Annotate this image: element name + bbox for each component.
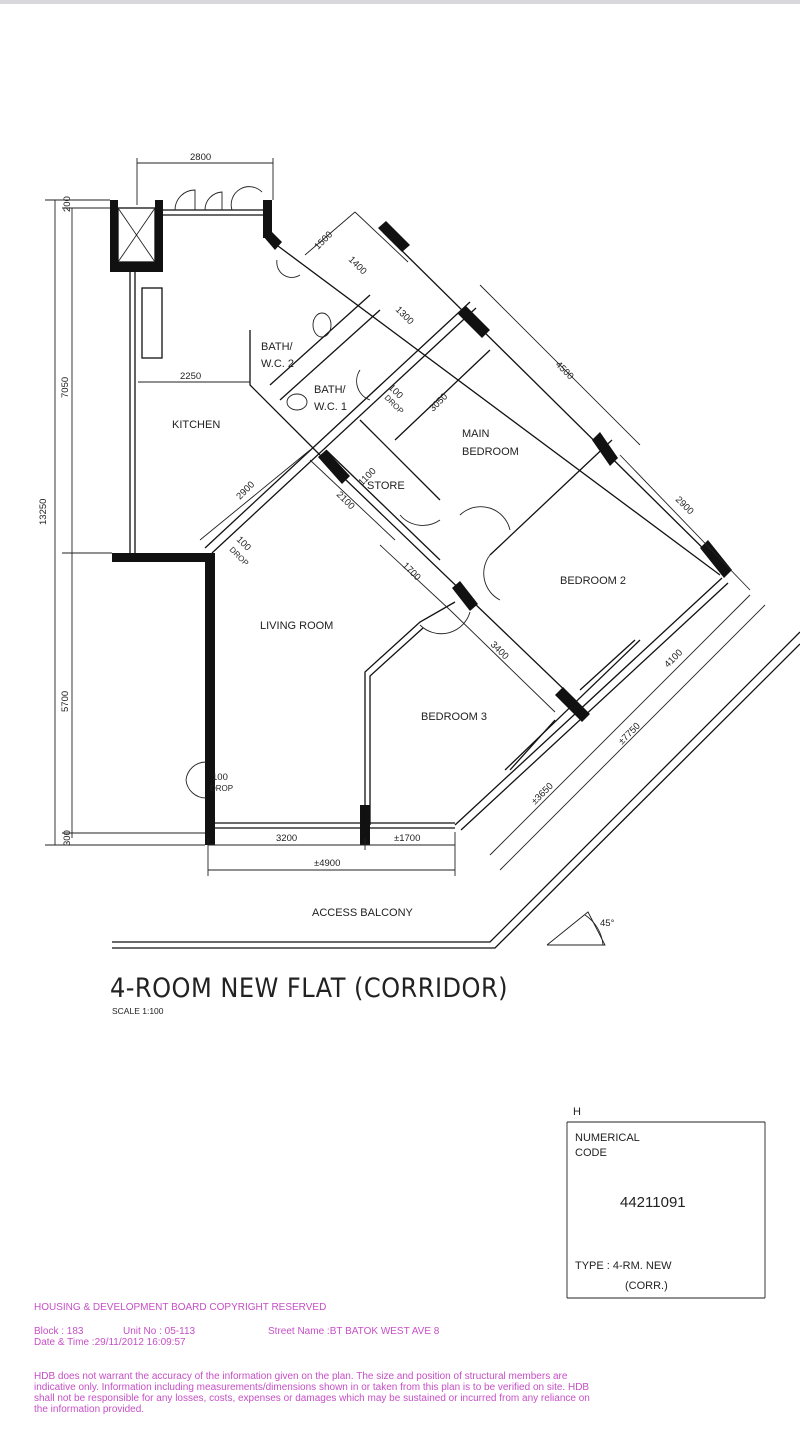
- box-type-line1: TYPE : 4-RM. NEW: [575, 1260, 672, 1272]
- dim-1500: 1500: [312, 229, 335, 252]
- room-bath2-line2: W.C. 2: [261, 358, 294, 370]
- room-bedroom-2: BEDROOM 2: [560, 575, 626, 587]
- dim-1400: 1400: [346, 254, 369, 277]
- plan-scale: SCALE 1:100: [112, 1006, 164, 1016]
- room-store: STORE: [367, 480, 405, 492]
- angle-marker: 45°: [546, 911, 615, 946]
- label-access-balcony: ACCESS BALCONY: [312, 907, 414, 919]
- footer-copyright: HOUSING & DEVELOPMENT BOARD COPYRIGHT RE…: [34, 1302, 327, 1313]
- footer-street: Street Name :BT BATOK WEST AVE 8: [268, 1326, 440, 1337]
- footer-unit: Unit No : 05-113: [123, 1326, 196, 1337]
- dim-bottom-4900: ±4900: [314, 858, 340, 869]
- room-bath1-line1: BATH/: [314, 384, 347, 396]
- corridor-outline: [112, 631, 800, 949]
- dim-top: 2800: [190, 152, 211, 163]
- box-type-line2: (CORR.): [625, 1280, 668, 1292]
- room-bedroom-3: BEDROOM 3: [421, 711, 487, 723]
- box-letter: H: [573, 1106, 581, 1118]
- room-main-bedroom-line1: MAIN: [462, 428, 490, 440]
- dim-4100: 4100: [662, 647, 685, 670]
- dim-2900-left: 2900: [234, 479, 257, 502]
- dim-4500: 4500: [553, 359, 576, 382]
- bottom-dimensions: 3200 ±1700 ±4900 ACCESS BALCONY: [207, 832, 456, 919]
- dim-overall-height: 13250: [38, 499, 49, 525]
- dim-1700: 1700: [400, 560, 423, 583]
- room-labels: KITCHEN BATH/ W.C. 2 BATH/ W.C. 1 STORE …: [172, 341, 626, 723]
- dim-bottom-3200: 3200: [276, 833, 297, 844]
- diagonal-dimensions: 1500 1400 1300 4500 3050 2900 2900 1100 …: [138, 211, 766, 871]
- dim-bottom-1700: ±1700: [394, 833, 420, 844]
- dim-3050: 3050: [427, 391, 450, 414]
- walls: [110, 186, 732, 845]
- room-bath1-line2: W.C. 1: [314, 401, 347, 413]
- footer-datetime: Date & Time :29/11/2012 16:09:57: [34, 1337, 186, 1348]
- dim-bottom-offset: 300: [62, 830, 73, 846]
- dim-lower-height: 5700: [60, 691, 71, 712]
- dim-top-offset: 200: [62, 196, 73, 212]
- angle-label: 45°: [600, 918, 615, 929]
- drop3-value: 100: [212, 772, 228, 783]
- left-dimensions: 13250 7050 5700 200 300: [38, 196, 205, 846]
- box-label-line1: NUMERICAL: [575, 1132, 640, 1144]
- box-label-line2: CODE: [575, 1147, 607, 1159]
- numerical-code-box: H NUMERICAL CODE 44211091 TYPE : 4-RM. N…: [566, 1106, 766, 1299]
- plan-title: 4-ROOM NEW FLAT (CORRIDOR): [110, 973, 508, 1004]
- top-dimension: 2800: [136, 152, 274, 205]
- dim-2100: 2100: [334, 489, 357, 512]
- dim-upper-height: 7050: [60, 377, 71, 398]
- room-bath2-line1: BATH/: [261, 341, 294, 353]
- dim-1300: 1300: [393, 304, 416, 327]
- numerical-code: 44211091: [620, 1194, 686, 1211]
- footer-block: Block : 183: [34, 1326, 84, 1337]
- dim-3650: ±3650: [529, 781, 555, 807]
- top-border: [0, 0, 800, 4]
- dim-2250: 2250: [180, 371, 201, 382]
- room-kitchen: KITCHEN: [172, 419, 220, 431]
- drop3-label: DROP: [210, 784, 233, 793]
- footer-disclaimer: HDB does not warrant the accuracy of the…: [34, 1371, 590, 1415]
- room-main-bedroom-line2: BEDROOM: [462, 446, 519, 458]
- room-living: LIVING ROOM: [260, 620, 333, 632]
